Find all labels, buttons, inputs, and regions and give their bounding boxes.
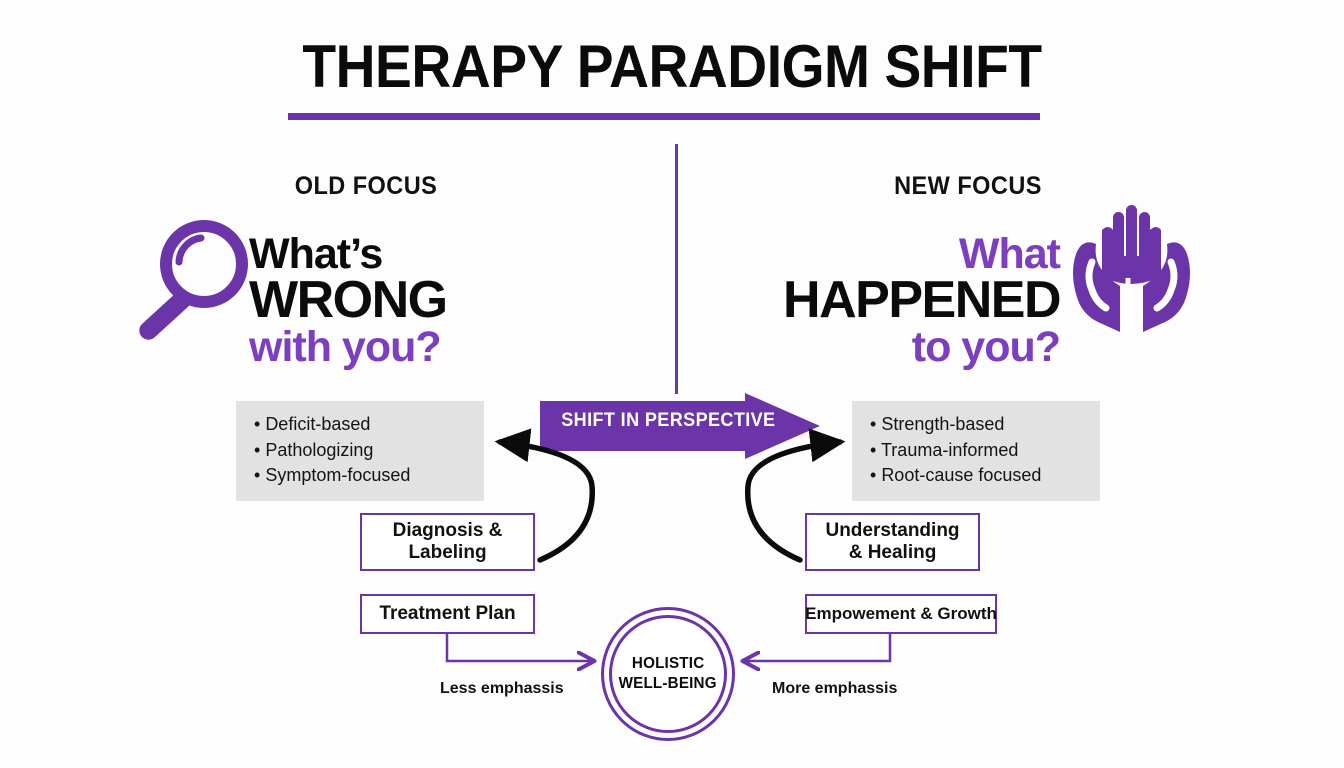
box-treatment-plan: Treatment Plan — [360, 594, 535, 634]
list-item: Deficit-based — [254, 412, 468, 438]
wire-treatment-to-circle — [445, 634, 592, 661]
list-item: Strength-based — [870, 412, 1084, 438]
magnifier-icon — [139, 220, 248, 340]
box-understanding-line-1: Understanding — [825, 519, 960, 541]
box-understanding-line-2: & Healing — [848, 542, 937, 563]
list-item: Symptom-focused — [254, 463, 468, 489]
more-emphasis-caption: More emphassis — [772, 680, 898, 697]
wire-empowerment-to-circle — [745, 634, 892, 661]
page-title: THERAPY PARADIGM SHIFT — [302, 33, 1042, 100]
new-focus-headline: What HAPPENED to you? — [783, 230, 1061, 372]
old-focus-header: OLD FOCUS — [294, 172, 438, 200]
list-item: Trauma-informed — [870, 438, 1084, 464]
old-focus-headline: What’s WRONG with you? — [249, 230, 448, 372]
old-focus-bullet-panel: Deficit-based Pathologizing Symptom-focu… — [236, 401, 484, 501]
new-focus-bullet-panel: Strength-based Trauma-informed Root-caus… — [852, 401, 1100, 501]
holistic-circle-outer-ring — [601, 607, 735, 741]
box-diagnosis-line-2: Labeling — [408, 542, 487, 563]
less-emphasis-caption: Less emphassis — [440, 680, 564, 697]
new-headline-line-3: to you? — [911, 323, 1061, 372]
shift-in-perspective-arrow — [540, 393, 820, 459]
box-treatment-label: Treatment Plan — [379, 602, 516, 624]
title-underline-rule — [288, 113, 1040, 120]
new-headline-line-1: What — [958, 230, 1061, 278]
box-diagnosis-line-1: Diagnosis & — [392, 519, 503, 541]
new-focus-header: NEW FOCUS — [894, 172, 1042, 200]
new-headline-line-2: HAPPENED — [783, 271, 1061, 330]
holistic-wellbeing-node: HOLISTIC WELL-BEING — [609, 615, 727, 733]
caring-hands-icon — [1073, 205, 1190, 332]
box-diagnosis-labeling: Diagnosis & Labeling — [360, 513, 535, 571]
circle-line-1: HOLISTIC — [631, 655, 705, 673]
column-divider — [675, 144, 678, 394]
circle-line-2: WELL-BEING — [618, 675, 718, 692]
box-understanding-healing: Understanding & Healing — [805, 513, 980, 571]
old-headline-line-2: WRONG — [249, 271, 448, 330]
box-empowerment-label: Empowement & Growth — [805, 603, 997, 623]
list-item: Pathologizing — [254, 438, 468, 464]
list-item: Root-cause focused — [870, 463, 1084, 489]
box-empowerment-growth: Empowement & Growth — [805, 594, 997, 634]
old-headline-line-1: What’s — [249, 230, 383, 278]
old-headline-line-3: with you? — [249, 323, 442, 372]
